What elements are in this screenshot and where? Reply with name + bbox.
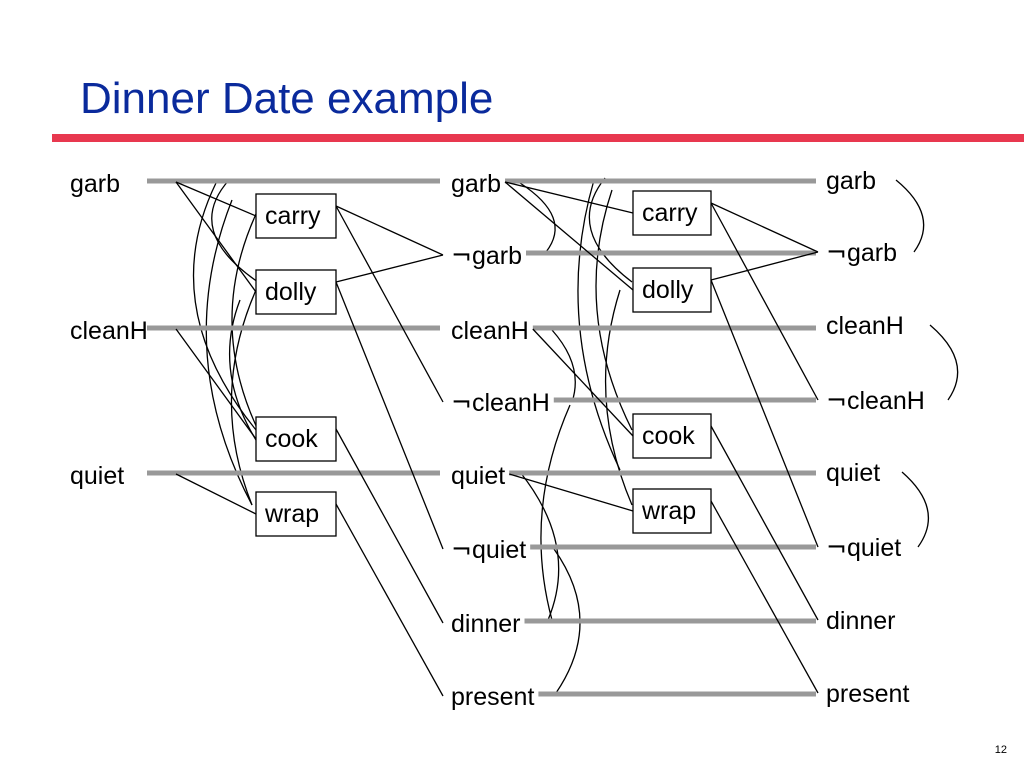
action-box-carry bbox=[632, 190, 712, 236]
precondition-edge-1-carry-garb bbox=[175, 181, 257, 217]
proposition-label-garb: garb bbox=[826, 167, 876, 195]
precondition-edge-1-wrap-quiet bbox=[175, 473, 257, 515]
mutex-arc-a1-dolly-cook bbox=[228, 299, 257, 441]
proposition-label-quiet: quiet bbox=[451, 462, 505, 490]
mutex-arc-a1-garb-cook bbox=[192, 182, 257, 431]
action-box-wrap bbox=[255, 491, 337, 537]
proposition-label-not-quiet: ¬quiet bbox=[451, 535, 526, 564]
title-rule bbox=[52, 134, 1024, 142]
mutex-arc-p1-cleanH-notcleanH bbox=[551, 329, 576, 403]
proposition-label-dinner: dinner bbox=[451, 610, 521, 638]
effect-edge-2-dolly-not-quiet bbox=[710, 279, 819, 548]
action-box-dolly bbox=[255, 269, 337, 315]
action-box-dolly bbox=[632, 267, 712, 313]
action-label-wrap: wrap bbox=[641, 497, 696, 525]
proposition-label-dinner: dinner bbox=[826, 607, 896, 635]
proposition-label-not-quiet: ¬quiet bbox=[826, 533, 901, 562]
proposition-label-not-cleanh: ¬cleanH bbox=[451, 388, 550, 417]
proposition-label-quiet: quiet bbox=[70, 462, 124, 490]
action-label-wrap: wrap bbox=[264, 500, 319, 528]
action-label-cook: cook bbox=[265, 425, 318, 453]
mutex-arc-p2-quiet-notquiet bbox=[901, 471, 930, 548]
mutex-arc-a1-carry-dolly bbox=[211, 179, 259, 283]
page-number: 12 bbox=[994, 744, 1007, 756]
proposition-label-not-cleanh: ¬cleanH bbox=[826, 386, 925, 415]
action-box-cook bbox=[632, 413, 712, 459]
precondition-edge-1-cook-cleanh bbox=[175, 328, 257, 440]
proposition-label-cleanh: cleanH bbox=[826, 312, 904, 340]
effect-edge-2-dolly-not-garb bbox=[710, 251, 819, 281]
precondition-edge-2-dolly-garb bbox=[504, 181, 634, 291]
effect-edge-1-dolly-not-quiet bbox=[335, 281, 444, 550]
precondition-edge-1-dolly-garb bbox=[175, 181, 257, 293]
mutex-arc-p1-garb-notgarb bbox=[519, 182, 556, 253]
proposition-label-not-garb: ¬garb bbox=[451, 241, 522, 270]
effect-edge-1-cook-dinner bbox=[335, 428, 444, 624]
mutex-arc-a1-carry-cook bbox=[231, 213, 259, 431]
action-label-dolly: dolly bbox=[642, 276, 694, 304]
proposition-label-garb: garb bbox=[451, 170, 501, 198]
effect-edge-2-carry-not-garb bbox=[710, 202, 819, 253]
effect-edge-2-carry-not-cleanh bbox=[710, 202, 819, 401]
effect-edge-1-carry-not-garb bbox=[335, 205, 444, 256]
action-label-carry: carry bbox=[265, 202, 321, 230]
proposition-label-quiet: quiet bbox=[826, 459, 880, 487]
slide-title: Dinner Date example bbox=[80, 74, 494, 123]
action-label-carry: carry bbox=[642, 199, 698, 227]
proposition-label-cleanh: cleanH bbox=[451, 317, 529, 345]
action-box-carry bbox=[255, 193, 337, 239]
action-label-cook: cook bbox=[642, 422, 695, 450]
mutex-arc-p2-garb-notgarb bbox=[895, 179, 925, 253]
mutex-arc-a2-carry-dolly bbox=[588, 177, 633, 283]
mutex-arc-p1-notcleanH-dinner bbox=[540, 404, 571, 621]
effect-edge-2-cook-dinner bbox=[710, 425, 819, 621]
precondition-edge-2-wrap-quiet bbox=[509, 473, 634, 512]
effect-edge-2-wrap-present bbox=[710, 500, 819, 694]
mutex-arc-a1-dolly-wrap bbox=[230, 289, 257, 506]
proposition-label-not-garb: ¬garb bbox=[826, 238, 897, 267]
effect-edge-1-carry-not-cleanh bbox=[335, 205, 444, 403]
action-box-wrap bbox=[632, 488, 712, 534]
effect-edge-1-dolly-not-garb bbox=[335, 254, 444, 283]
precondition-edge-2-carry-garb bbox=[504, 181, 634, 214]
proposition-label-cleanh: cleanH bbox=[70, 317, 148, 345]
mutex-arc-a2-garb-wrap bbox=[577, 179, 621, 471]
action-box-cook bbox=[255, 416, 337, 462]
mutex-arc-p2-cleanH-notcleanH bbox=[929, 324, 959, 401]
action-label-dolly: dolly bbox=[265, 278, 317, 306]
precondition-edge-2-cook-cleanh bbox=[532, 328, 634, 437]
proposition-label-present: present bbox=[451, 683, 534, 711]
proposition-label-present: present bbox=[826, 680, 909, 708]
proposition-label-garb: garb bbox=[70, 170, 120, 198]
effect-edge-1-wrap-present bbox=[335, 503, 444, 697]
